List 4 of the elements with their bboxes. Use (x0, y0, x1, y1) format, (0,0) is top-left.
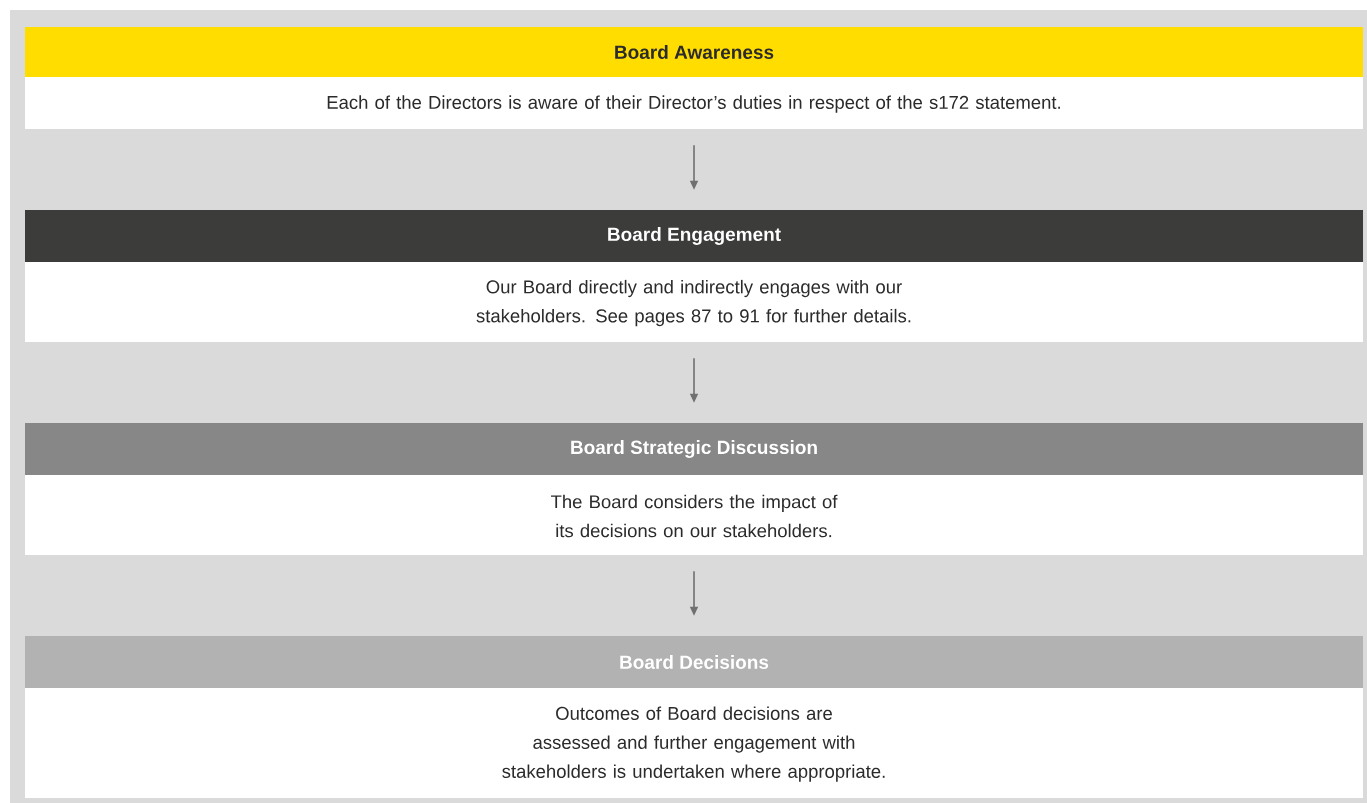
flow-step-box: Board Awareness Each of the Directors is aware of their Director’s duties in respect of the s172 statement. (25, 27, 1363, 129)
flow-step-box: Board Strategic Discussion The Board considers the impact of its decisions on our stakeholders. (25, 423, 1363, 555)
flow-step-box: Board Engagement Our Board directly and indirectly engages with our stakeholders. See pages 87 to 91 for further details. (25, 210, 1363, 342)
flow-step-box: Board Decisions Outcomes of Board decisions are assessed and further engagement with stakeholders is undertaken where appropriate. (25, 636, 1363, 798)
